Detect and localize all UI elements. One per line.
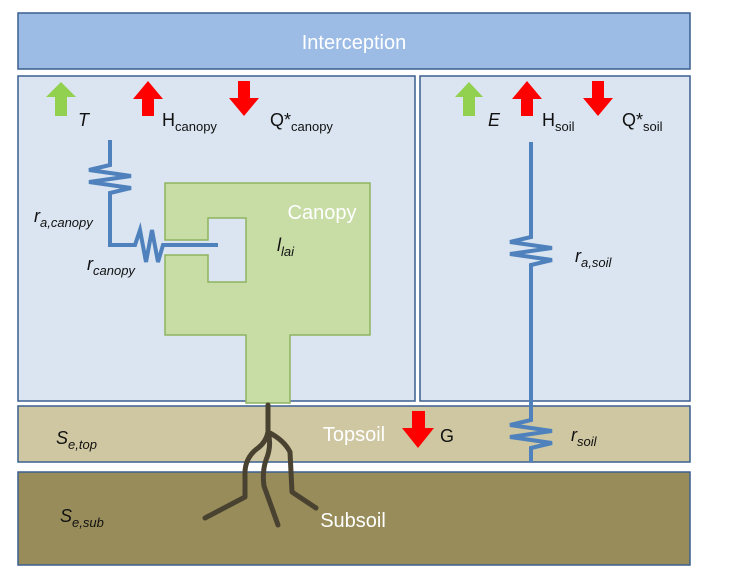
transpiration-up-arrow: [46, 82, 76, 116]
soil-sensible-heat-label: Hsoil: [542, 110, 575, 134]
soil-resistance-network: [509, 142, 553, 462]
soil-panel: [419, 75, 691, 402]
canopy-resistance-network: [88, 140, 218, 263]
canopy-net-radiation-down-arrow: [229, 81, 259, 116]
roots: [202, 402, 319, 528]
topsoil-label: Topsoil: [323, 424, 385, 446]
subsoil-layer: [17, 471, 691, 566]
aerodynamic-canopy-resistor: [88, 140, 218, 263]
interception-box: [17, 12, 691, 70]
transpiration-label: T: [78, 110, 91, 130]
ground-heat-flux-label: G: [440, 426, 454, 446]
ground-heat-flux-down-arrow: [402, 411, 434, 448]
evaporation-up-arrow: [455, 82, 483, 116]
subsoil-label: Subsoil: [320, 510, 386, 532]
interception-label: Interception: [302, 32, 407, 54]
canopy-label: Canopy: [288, 202, 357, 224]
leaf-area-index-label: llai: [277, 235, 295, 259]
r-a-canopy-label: ra,canopy: [34, 206, 94, 230]
canopy-net-radiation-label: Q*canopy: [270, 110, 333, 134]
soil-net-radiation-down-arrow: [583, 81, 613, 116]
canopy-sensible-heat-up-arrow: [133, 81, 163, 116]
topsoil-layer: [17, 405, 691, 463]
r-a-soil-label: ra,soil: [575, 246, 612, 270]
canopy-sensible-heat-label: Hcanopy: [162, 110, 217, 134]
r-soil-label: rsoil: [571, 425, 598, 449]
subsoil-storage-label: Se,sub: [60, 506, 104, 530]
r-canopy-label: rcanopy: [87, 254, 136, 278]
soil-net-radiation-label: Q*soil: [622, 110, 663, 134]
evaporation-label: E: [488, 110, 501, 130]
soil-sensible-heat-up-arrow: [512, 81, 542, 116]
soil-resistance-line: [509, 142, 553, 462]
topsoil-storage-label: Se,top: [56, 428, 97, 452]
canopy-shape: [164, 182, 371, 404]
